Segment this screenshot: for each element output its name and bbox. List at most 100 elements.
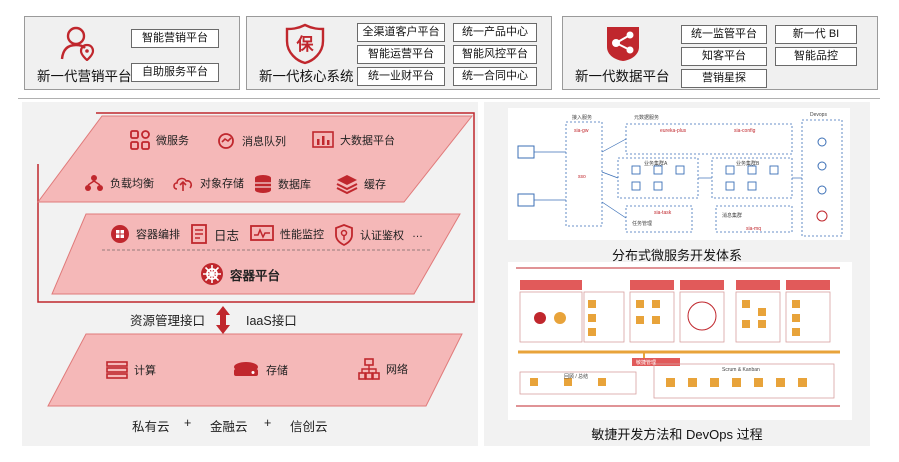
container-label-perf-monitor: 性能监控 xyxy=(280,229,324,241)
paas-item-cache: 缓存 xyxy=(336,174,386,194)
micro-label-eureka: eureka-plus xyxy=(660,128,687,134)
paas-label-cache: 缓存 xyxy=(364,179,386,191)
iaas-item-compute: 计算 xyxy=(106,360,156,380)
container-item-auth: 认证鉴权 xyxy=(334,224,404,246)
paas-label-microservice: 微服务 xyxy=(156,135,189,147)
disk-drive-icon xyxy=(234,362,258,376)
shield-bao-text: 保 xyxy=(296,34,315,55)
chip-core-1: 全渠道客户平台 xyxy=(357,23,445,42)
paas-item-message-queue: 消息队列 xyxy=(216,132,286,150)
container-ellipsis: … xyxy=(412,228,423,240)
server-rack-icon xyxy=(106,361,128,379)
micro-label-sia-config: sia-config xyxy=(734,128,756,134)
chip-marketing-2: 自助服务平台 xyxy=(131,63,219,82)
chip-data-2: 新一代 BI xyxy=(775,25,857,44)
container-label-orchestration: 容器编排 xyxy=(136,229,180,241)
micro-label-cluster-a: 业务集群A xyxy=(644,161,668,167)
marketing-box: 新一代营销平台 智能营销平台 自助服务平台 xyxy=(24,16,240,90)
section-divider xyxy=(18,98,880,99)
microservice-diagram xyxy=(508,108,850,240)
cloud-financial: 金融云 xyxy=(210,420,248,434)
monitor-wave-icon xyxy=(250,225,274,241)
micro-label-msg-cluster: 消息集群 xyxy=(722,213,743,219)
data-title: 新一代数据平台 xyxy=(575,69,670,84)
chip-core-4: 智能风控平台 xyxy=(453,45,537,64)
chip-data-4: 智能品控 xyxy=(775,47,857,66)
user-pin-icon xyxy=(60,26,95,61)
container-item-orchestration: 容器编排 xyxy=(110,224,180,244)
paas-item-load-balance: 负载均衡 xyxy=(84,174,154,192)
core-box: 保 新一代核心系统 全渠道客户平台 统一产品中心 智能运营平台 智能风控平台 统… xyxy=(246,16,552,90)
cloud-plus-2: + xyxy=(264,416,272,430)
shield-key-icon xyxy=(335,224,353,246)
container-item-log: 日志 xyxy=(190,223,239,245)
document-icon xyxy=(191,224,207,244)
marketing-title: 新一代营销平台 xyxy=(37,69,132,84)
container-platform-label: 容器平台 xyxy=(230,268,281,283)
micro-label-task-mgmt: 任务管理 xyxy=(632,221,653,227)
paas-item-object-storage: 对象存储 xyxy=(172,174,244,192)
micro-label-sso: sso xyxy=(578,174,586,180)
paas-item-big-data: 大数据平台 xyxy=(312,130,395,150)
agile-diagram xyxy=(508,262,852,420)
paas-label-big-data: 大数据平台 xyxy=(340,135,395,147)
iaas-item-network: 网络 xyxy=(358,358,408,380)
agile-label-retro: 回顾 / 总结 xyxy=(564,374,589,380)
interface-resource-mgmt: 资源管理接口 xyxy=(130,314,206,328)
interface-iaas: IaaS接口 xyxy=(246,314,297,328)
chip-core-3: 智能运营平台 xyxy=(357,45,445,64)
agile-label-mgmt: 敏捷管理 xyxy=(636,360,657,366)
iaas-label-compute: 计算 xyxy=(134,365,156,377)
chip-data-1: 统一监管平台 xyxy=(681,25,767,44)
load-balance-icon xyxy=(85,175,103,191)
devops-panel: 接入服务 元数据服务 Devops sia-gw eureka-plus sia… xyxy=(484,102,870,446)
grid-icon xyxy=(130,130,150,150)
bar-chart-icon xyxy=(312,131,334,148)
micro-label-cluster-b: 业务集群B xyxy=(736,161,760,167)
helm-wheel-icon xyxy=(201,263,223,285)
container-label-auth: 认证鉴权 xyxy=(360,230,404,242)
micro-label-sia-task: sia-task xyxy=(654,210,672,216)
agile-label-scrum: Scrum & Kanban xyxy=(722,367,760,373)
paas-label-object-storage: 对象存储 xyxy=(200,178,244,190)
agile-caption: 敏捷开发方法和 DevOps 过程 xyxy=(591,427,763,442)
iaas-item-storage: 存储 xyxy=(232,360,288,380)
chip-data-3: 知客平台 xyxy=(681,47,767,66)
chip-core-5: 统一业财平台 xyxy=(357,67,445,86)
micro-label-metadata: 元数据服务 xyxy=(634,115,660,121)
paas-label-load-balance: 负载均衡 xyxy=(110,178,154,190)
chip-data-5: 营销星探 xyxy=(681,69,767,88)
shield-bao-icon: 保 xyxy=(285,23,325,65)
cloud-upload-icon xyxy=(173,177,193,191)
iaas-label-storage: 存储 xyxy=(266,365,288,377)
core-title: 新一代核心系统 xyxy=(259,69,354,84)
micro-label-sia-gw: sia-gw xyxy=(574,128,589,134)
chip-core-6: 统一合同中心 xyxy=(453,67,537,86)
up-down-arrow-icon xyxy=(216,306,230,334)
data-box: 新一代数据平台 统一监管平台 新一代 BI 知客平台 智能品控 营销星探 xyxy=(562,16,878,90)
cloud-xinchuang: 信创云 xyxy=(290,420,328,434)
chip-marketing-1: 智能营销平台 xyxy=(131,29,219,48)
container-label-log: 日志 xyxy=(214,228,240,243)
micro-label-access: 接入服务 xyxy=(572,115,593,121)
paas-label-message-queue: 消息队列 xyxy=(242,136,286,148)
cloud-plus-1: + xyxy=(184,416,192,430)
paas-label-database: 数据库 xyxy=(278,179,311,191)
database-icon xyxy=(255,175,271,193)
container-item-perf-monitor: 性能监控 xyxy=(250,224,324,244)
chip-core-2: 统一产品中心 xyxy=(453,23,537,42)
layers-icon xyxy=(336,175,358,194)
cloud-private: 私有云 xyxy=(132,420,170,434)
paas-item-database: 数据库 xyxy=(254,174,311,194)
cloud-architecture-panel: 微服务 消息队列 大数据平台 负载均衡 对象存储 数据库 缓存 容器编排 日志 … xyxy=(22,102,478,446)
message-hand-icon xyxy=(218,133,234,149)
container-platform-title: 容器平台 xyxy=(200,262,280,286)
micro-caption: 分布式微服务开发体系 xyxy=(611,248,742,263)
micro-label-sia-mq: sia-mq xyxy=(746,226,762,232)
cube-cluster-icon xyxy=(111,225,129,243)
iaas-label-network: 网络 xyxy=(386,364,408,376)
share-nodes-icon xyxy=(607,27,639,61)
micro-label-devops: Devops xyxy=(810,112,827,118)
paas-item-microservice: 微服务 xyxy=(130,130,189,150)
network-tree-icon xyxy=(358,358,380,380)
